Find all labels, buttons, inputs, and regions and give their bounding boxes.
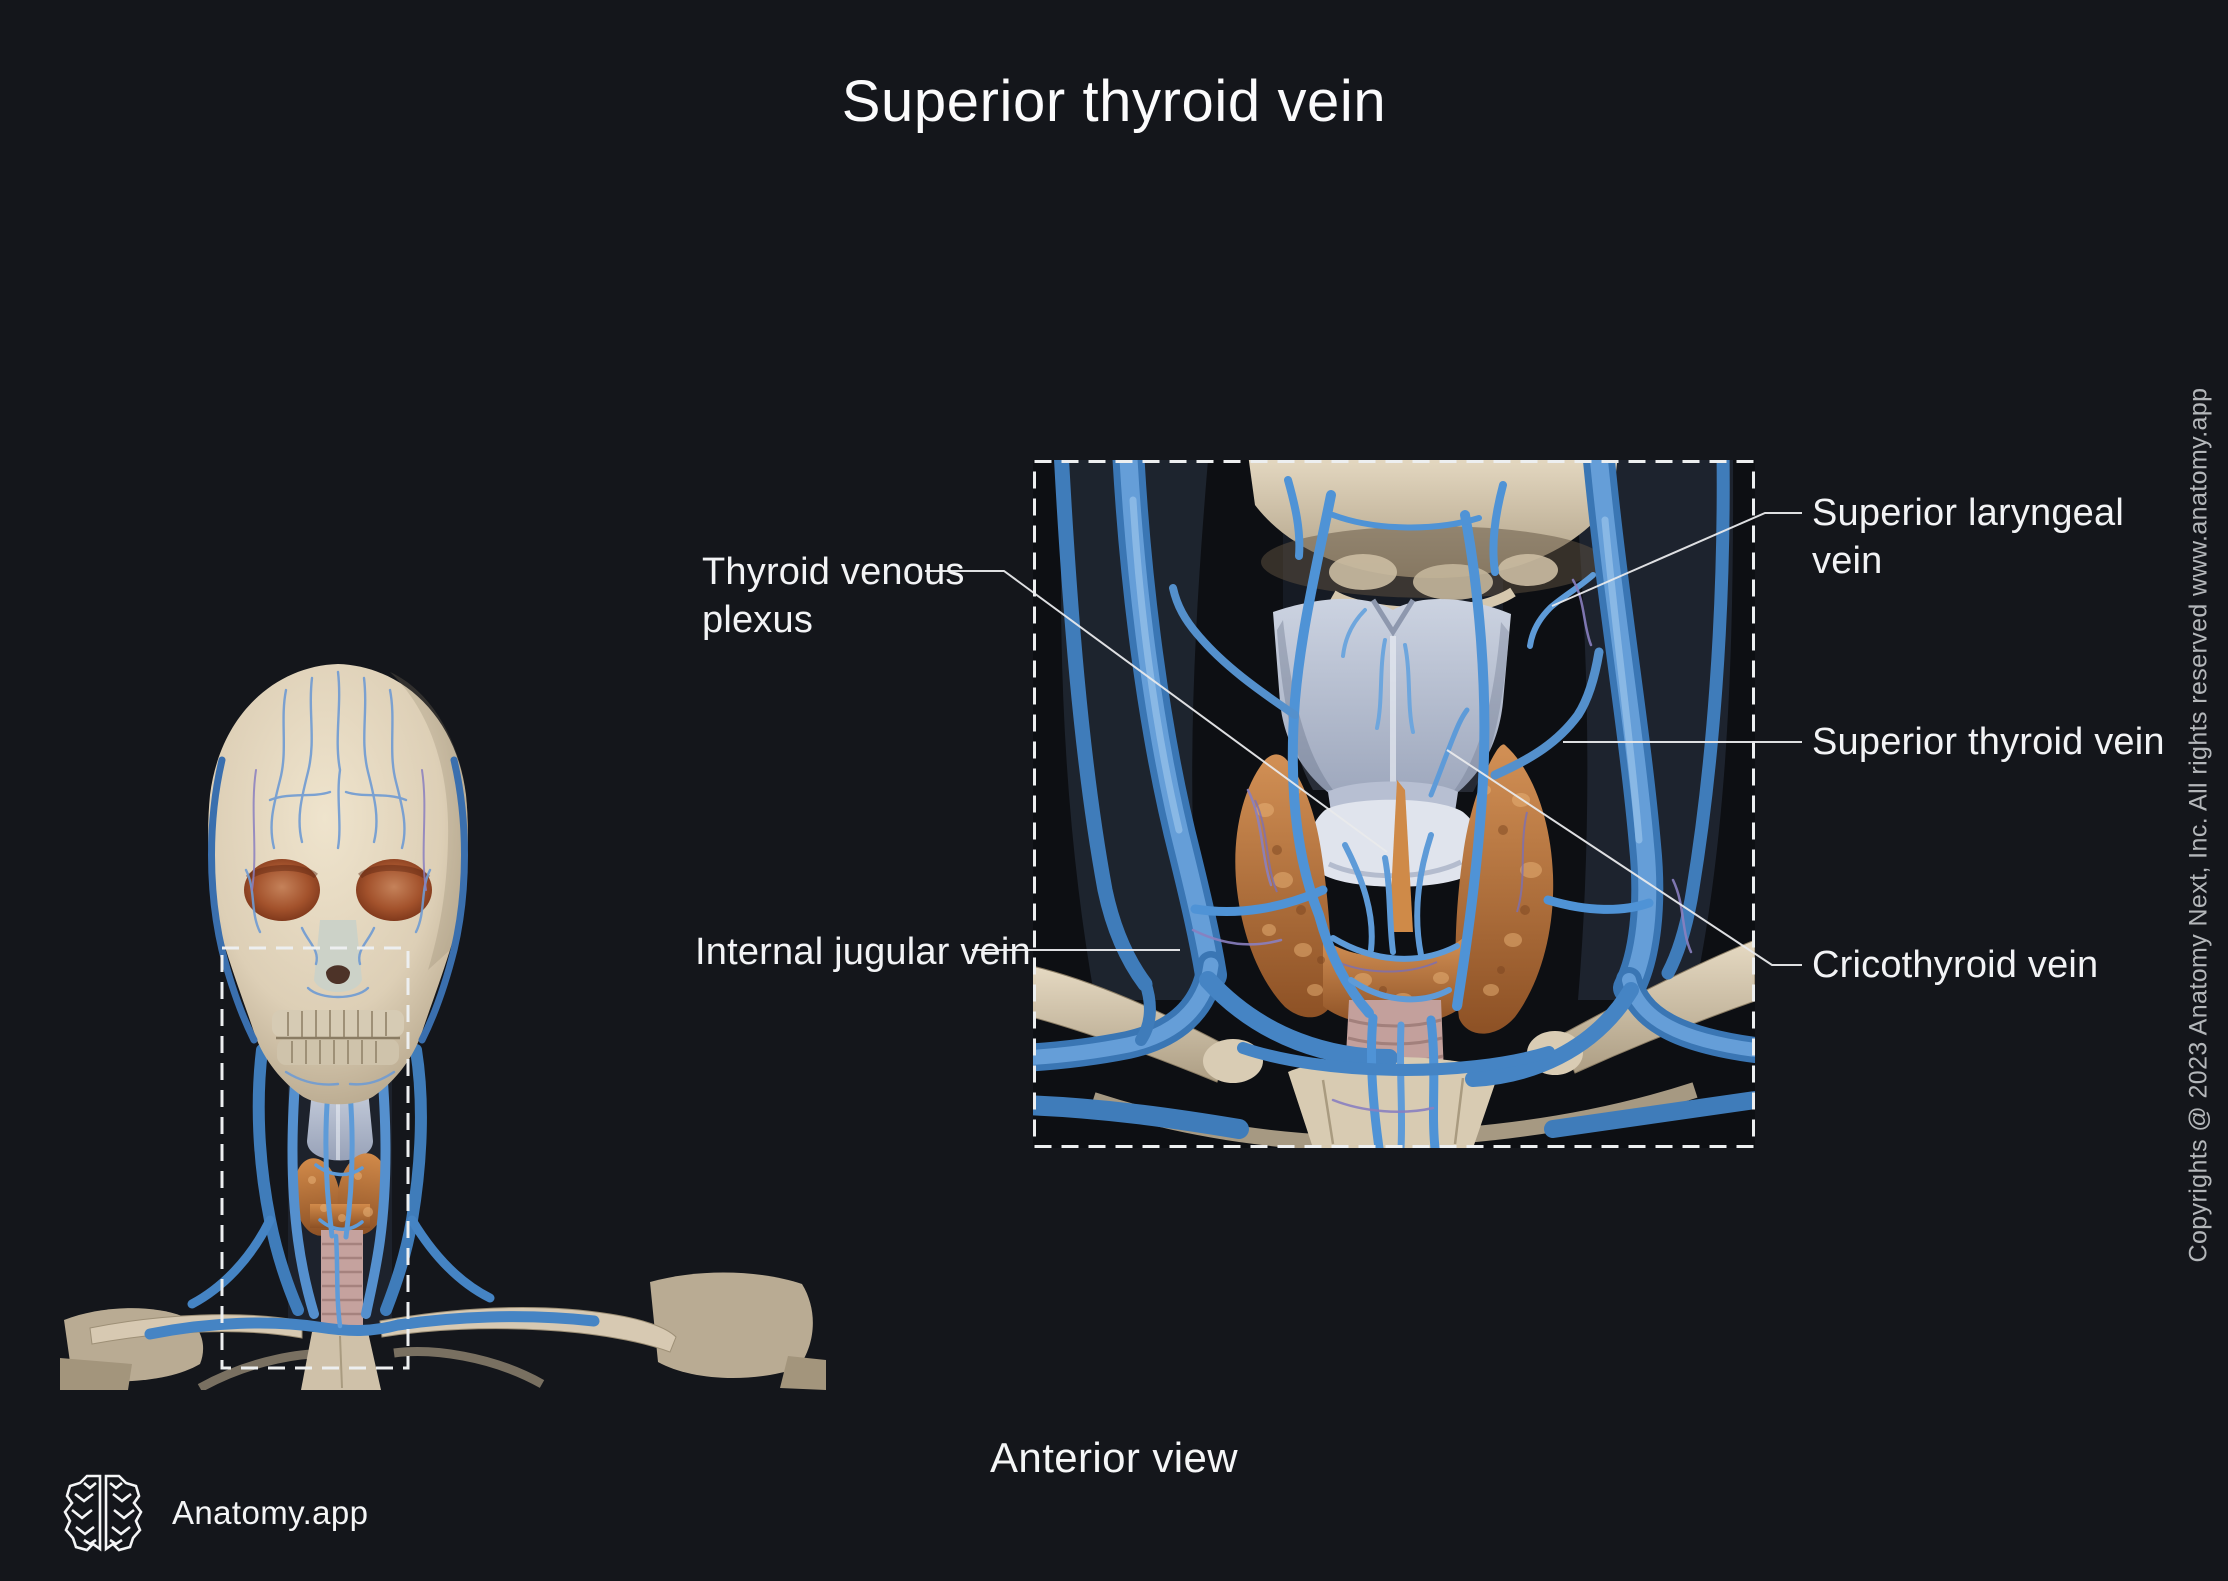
page-title: Superior thyroid vein bbox=[841, 69, 1387, 134]
neck-veins bbox=[144, 1044, 600, 1340]
brand-footer: Anatomy.app bbox=[60, 1470, 368, 1556]
inset-figure bbox=[1033, 460, 1755, 1148]
brand-name: Anatomy.app bbox=[172, 1494, 369, 1531]
label-thyroid-venous-plexus: Thyroid venous plexus bbox=[702, 551, 965, 641]
overview-figure bbox=[60, 664, 826, 1390]
label-cricothyroid-vein: Cricothyroid vein bbox=[1812, 944, 2099, 986]
brain-icon bbox=[63, 1474, 143, 1552]
label-internal-jugular-vein: Internal jugular vein bbox=[695, 931, 1031, 973]
label-superior-laryngeal-vein: Superior laryngeal vein bbox=[1812, 492, 2124, 582]
selection-rectangle bbox=[220, 946, 410, 1370]
skull bbox=[208, 664, 468, 1105]
view-caption: Anterior view bbox=[990, 1434, 1238, 1481]
copyright-text: Copyrights @ 2023 Anatomy Next, Inc. All… bbox=[2184, 387, 2213, 1263]
skull-veins bbox=[208, 670, 468, 1086]
label-superior-thyroid-vein: Superior thyroid vein bbox=[1812, 721, 2165, 763]
